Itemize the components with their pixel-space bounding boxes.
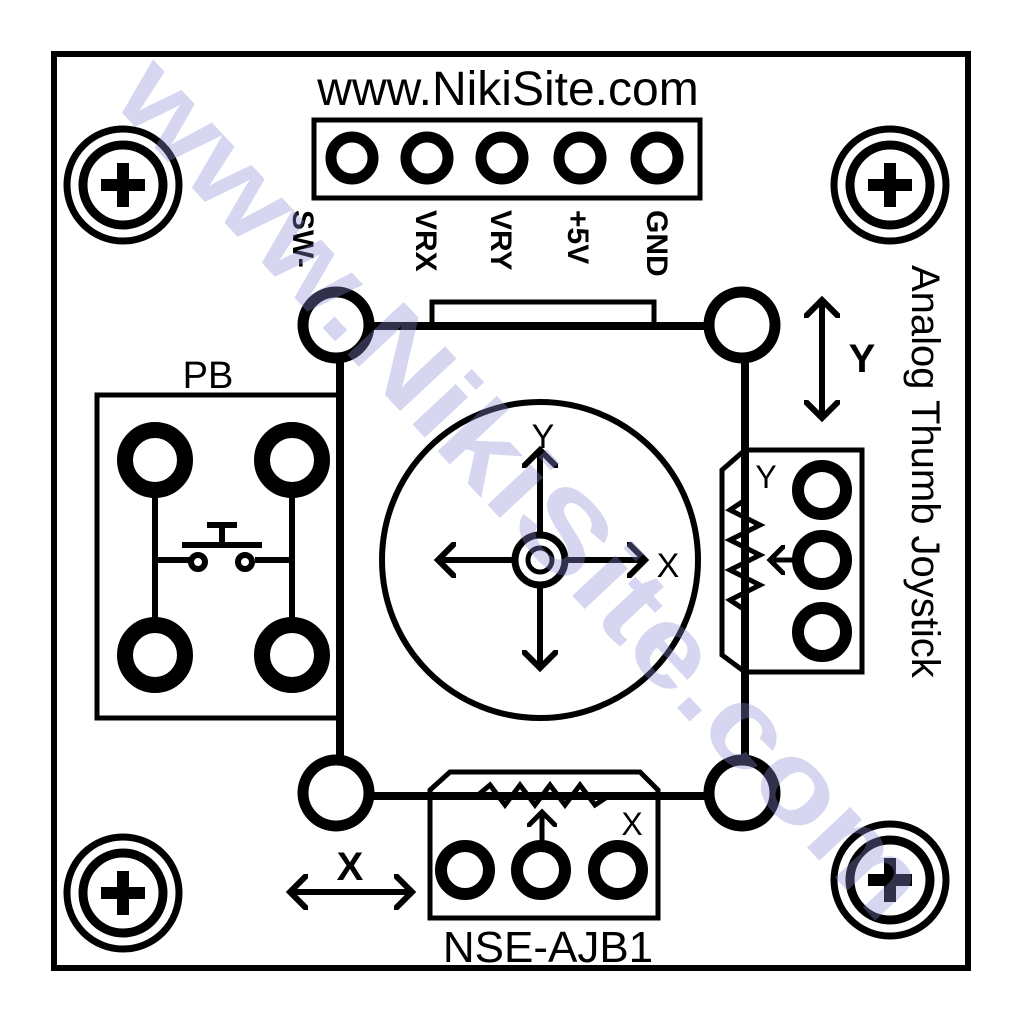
- joystick-mount-pads: [297, 286, 781, 832]
- mounting-hole-bottom-right: [830, 820, 950, 940]
- pin-label-5v: +5V: [561, 210, 594, 264]
- joystick-knob-outline: [379, 399, 701, 721]
- x-pot-label: X: [621, 806, 642, 842]
- board-title: Analog Thumb Joystick: [903, 265, 947, 679]
- x-resistor-icon: [450, 780, 640, 810]
- header-pins: [325, 131, 684, 185]
- part-number: NSE-AJB1: [443, 923, 653, 972]
- pin-label-sw: SW-: [286, 210, 319, 268]
- y-pot-outline: [719, 447, 865, 675]
- pin-header: [311, 117, 703, 201]
- stick-y-label: Y: [532, 418, 555, 456]
- push-button-pads: [117, 422, 330, 693]
- board-outline: [51, 51, 971, 971]
- x-pot-pads: [435, 840, 648, 900]
- y-pot-label: Y: [755, 459, 776, 495]
- website-label: www.NikiSite.com: [316, 63, 698, 116]
- direction-arrows-icon: [438, 450, 645, 668]
- mounting-hole-top-left: [63, 125, 183, 245]
- pin-pad: [400, 131, 454, 185]
- x-pot-outline: [427, 769, 661, 921]
- stick-center: [511, 531, 569, 589]
- y-pot-pads: [792, 460, 852, 662]
- mounting-hole-top-right: [830, 125, 950, 245]
- pin-pad: [630, 131, 684, 185]
- mounting-hole-bottom-left: [63, 833, 183, 953]
- y-axis-label: Y: [849, 337, 876, 381]
- pin-label-vry: VRY: [484, 210, 517, 271]
- y-resistor-icon: [724, 470, 766, 650]
- pin-label-gnd: GND: [640, 210, 673, 277]
- pin-pad: [475, 131, 529, 185]
- x-axis-label: X: [337, 845, 364, 889]
- stick-x-label: X: [657, 547, 680, 585]
- pin-pad: [325, 131, 379, 185]
- push-button-outline: [94, 392, 343, 721]
- pin-pad: [553, 131, 607, 185]
- pin-label-vrx: VRX: [409, 210, 442, 272]
- push-button-label: PB: [183, 355, 234, 397]
